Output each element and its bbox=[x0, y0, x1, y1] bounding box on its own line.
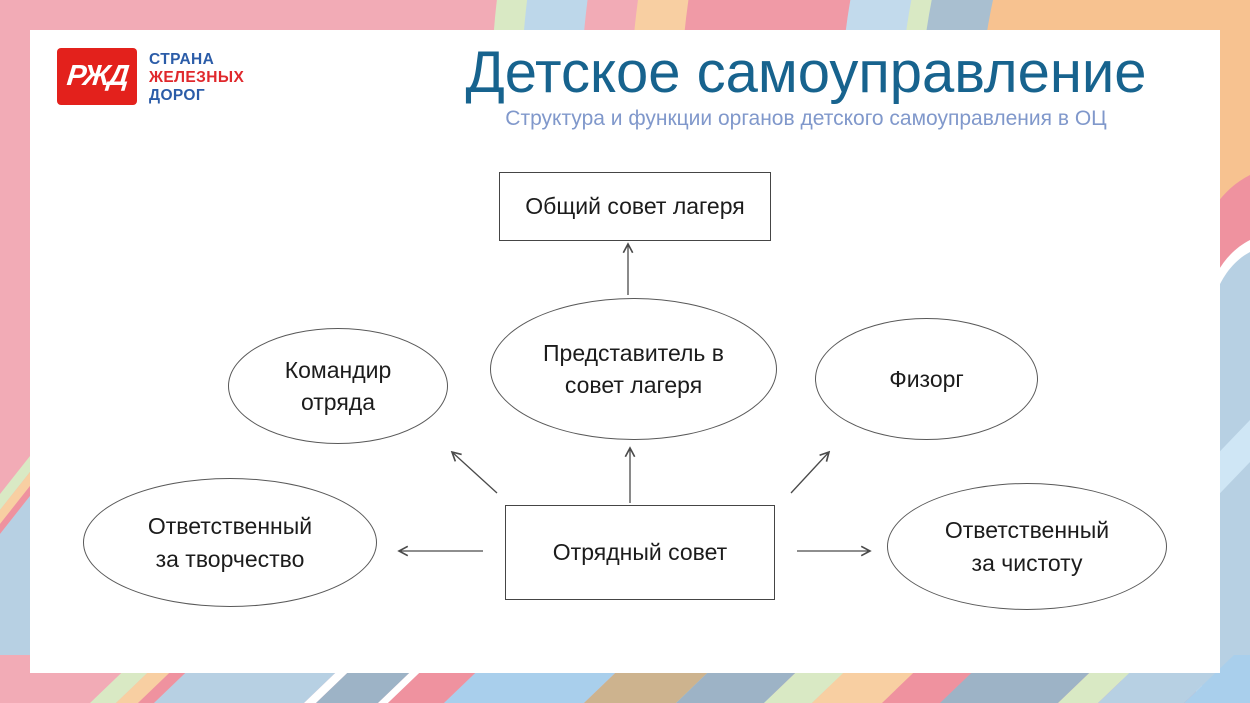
node-label: Общий совет лагеря bbox=[525, 193, 745, 220]
brand-line-3: ДОРОГ bbox=[149, 87, 206, 104]
node-fizorg: Физорг bbox=[815, 318, 1038, 440]
node-label: Отрядный совет bbox=[552, 539, 728, 566]
node-label: Командир отряда bbox=[284, 356, 392, 415]
rzd-logo-mark: РЖД bbox=[57, 48, 137, 105]
node-representative: Представитель в совет лагеря bbox=[490, 298, 777, 440]
node-camp-council: Общий совет лагеря bbox=[499, 172, 771, 241]
node-label: Ответственный за чистоту bbox=[944, 517, 1110, 576]
node-squad-council: Отрядный совет bbox=[505, 505, 775, 600]
slide-content-card: РЖД СТРАНА ЖЕЛЕЗНЫХ ДОРОГ Детское самоуп… bbox=[30, 30, 1220, 673]
arrow-squad-to-fizorg bbox=[790, 450, 831, 494]
node-creative: Ответственный за творчество bbox=[83, 478, 377, 607]
rzd-logo: РЖД СТРАНА ЖЕЛЕЗНЫХ ДОРОГ bbox=[57, 48, 244, 105]
node-label: Ответственный за творчество bbox=[147, 513, 313, 572]
brand-line-1: СТРАНА bbox=[149, 51, 215, 68]
node-label: Физорг bbox=[889, 365, 964, 392]
arrow-squad-to-commander bbox=[450, 450, 498, 494]
rzd-logo-text: РЖД bbox=[65, 60, 129, 92]
slide-subtitle: Структура и функции органов детского сам… bbox=[505, 106, 1107, 130]
brand-text: СТРАНА ЖЕЛЕЗНЫХ ДОРОГ bbox=[149, 48, 244, 105]
slide-heading: Детское самоуправление Структура и функц… bbox=[420, 40, 1192, 131]
node-commander: Командир отряда bbox=[228, 328, 448, 444]
node-cleanliness: Ответственный за чистоту bbox=[887, 483, 1167, 610]
node-label: Представитель в совет лагеря bbox=[543, 339, 724, 398]
brand-line-2: ЖЕЛЕЗНЫХ bbox=[149, 69, 245, 86]
slide-title: Детское самоуправление bbox=[465, 40, 1147, 105]
